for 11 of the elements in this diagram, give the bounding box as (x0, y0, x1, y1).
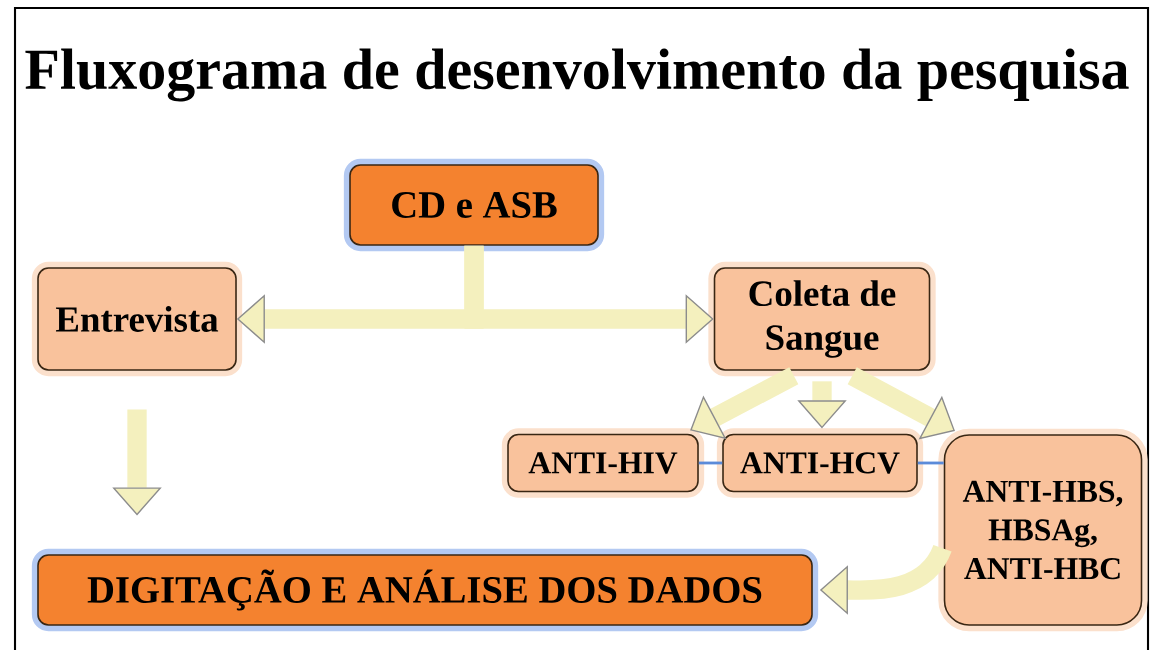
connector-line (917, 461, 944, 465)
process-box: Entrevista (31, 261, 243, 377)
process-box: ANTI-HCV (716, 428, 924, 498)
title-box: CD e ASB (343, 158, 605, 252)
block-arrow (690, 367, 799, 440)
connector-line (698, 461, 723, 465)
title-box: DIGITAÇÃO E ANÁLISE DOS DADOS (31, 548, 819, 632)
process-box: Coleta de Sangue (708, 261, 936, 377)
title: Fluxograma de desenvolvimento da pesquisa (25, 48, 1129, 102)
process-box: ANTI-HBS, HBSAg, ANTI-HBC (938, 428, 1148, 632)
process-box: ANTI-HIV (501, 428, 705, 498)
